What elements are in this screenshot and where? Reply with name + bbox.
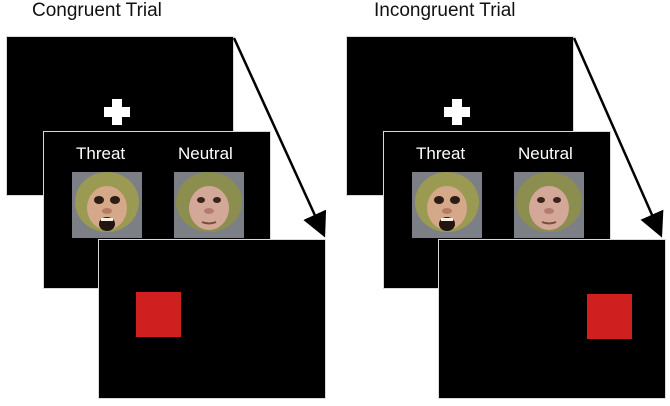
target-screen xyxy=(98,239,326,399)
neutral-label: Neutral xyxy=(178,144,233,163)
time-arrow-icon xyxy=(572,37,664,238)
target-square xyxy=(587,294,632,339)
threat-label: Threat xyxy=(416,144,466,163)
time-arrow-icon xyxy=(232,37,327,238)
fixation-cross-icon xyxy=(104,107,130,117)
panel-title: Incongruent Trial xyxy=(374,0,516,21)
threat-monkey-face-icon xyxy=(72,172,142,238)
neutral-monkey-face-icon xyxy=(174,172,244,238)
threat-label: Threat xyxy=(76,144,126,163)
neutral-label: Neutral xyxy=(518,144,573,163)
target-screen xyxy=(438,239,666,399)
fixation-cross-icon xyxy=(444,107,470,117)
target-square xyxy=(136,292,181,337)
neutral-monkey-face-icon xyxy=(514,172,584,238)
panel-title: Congruent Trial xyxy=(32,0,162,21)
threat-monkey-face-icon xyxy=(412,172,482,238)
